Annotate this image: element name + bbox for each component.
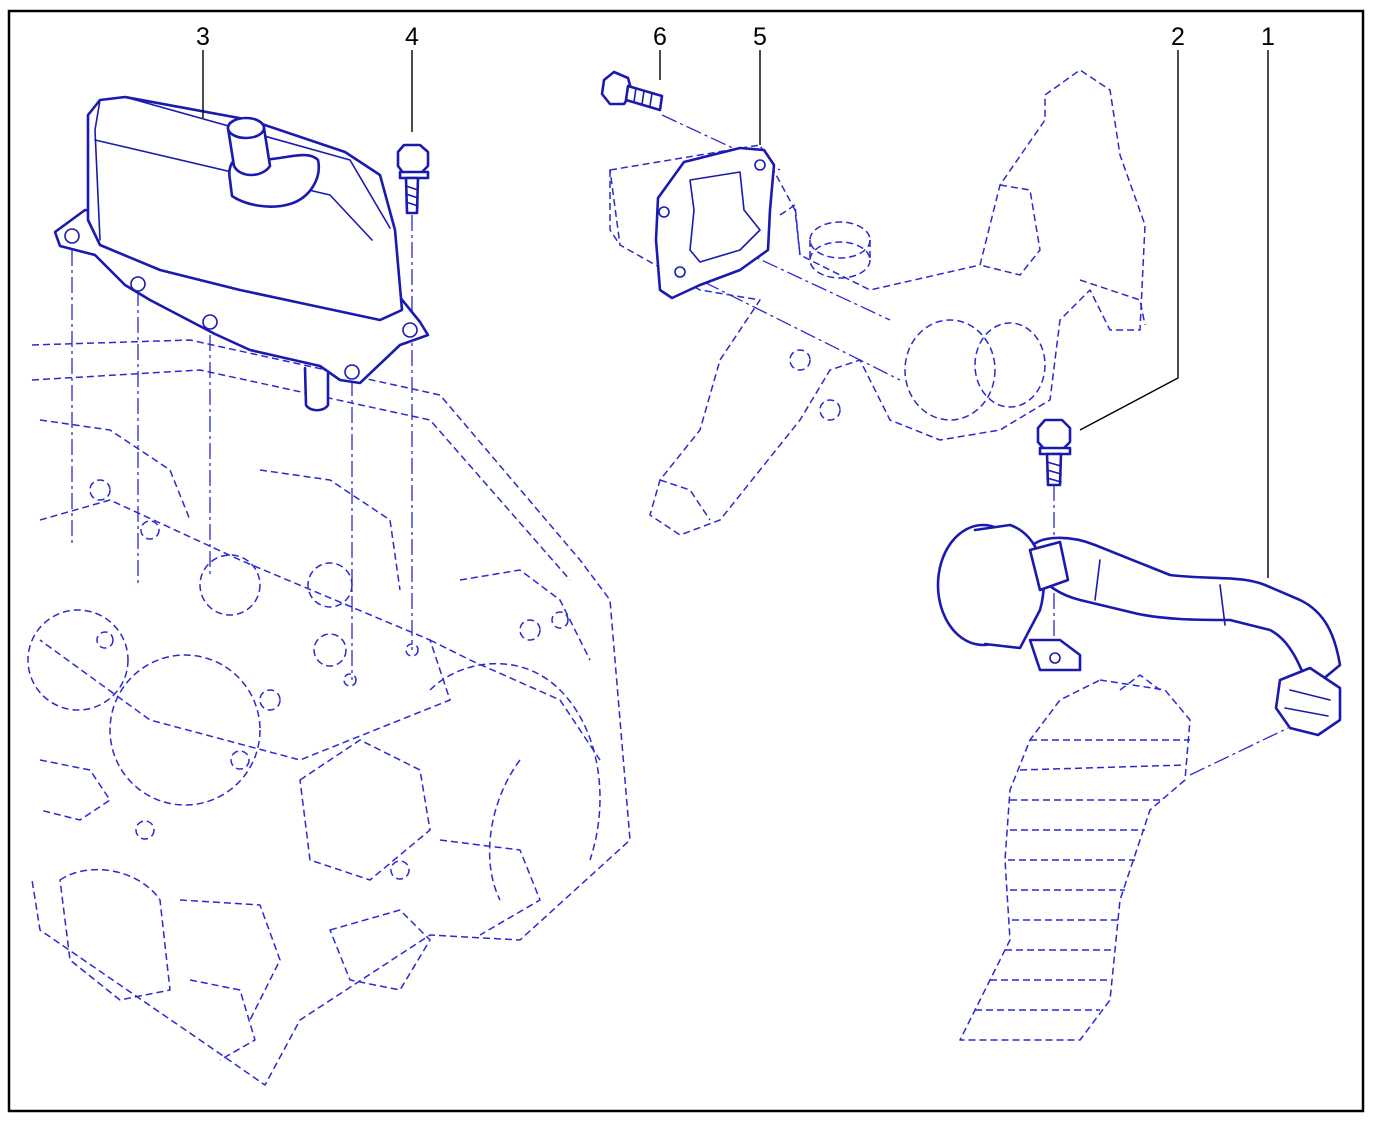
callout-2: 2 xyxy=(1171,23,1185,51)
intake-housing xyxy=(609,69,1146,536)
part-6-bolt xyxy=(600,70,664,112)
callout-6: 6 xyxy=(653,23,667,51)
leader-lines xyxy=(202,50,1269,578)
diagram-frame xyxy=(7,9,1365,1113)
engine-block xyxy=(27,339,631,1086)
part-4-bolt xyxy=(396,143,430,215)
part-3-cover xyxy=(53,95,430,412)
callout-1: 1 xyxy=(1261,23,1275,51)
part-1-hose-assembly xyxy=(936,523,1342,776)
assembly-axes-left xyxy=(71,215,413,680)
callout-4: 4 xyxy=(405,23,419,51)
part-2-bolt xyxy=(1036,418,1072,645)
callout-3: 3 xyxy=(196,23,210,51)
callout-5: 5 xyxy=(753,23,767,51)
part-5-gasket xyxy=(654,146,776,300)
air-intake-duct xyxy=(959,674,1191,1041)
